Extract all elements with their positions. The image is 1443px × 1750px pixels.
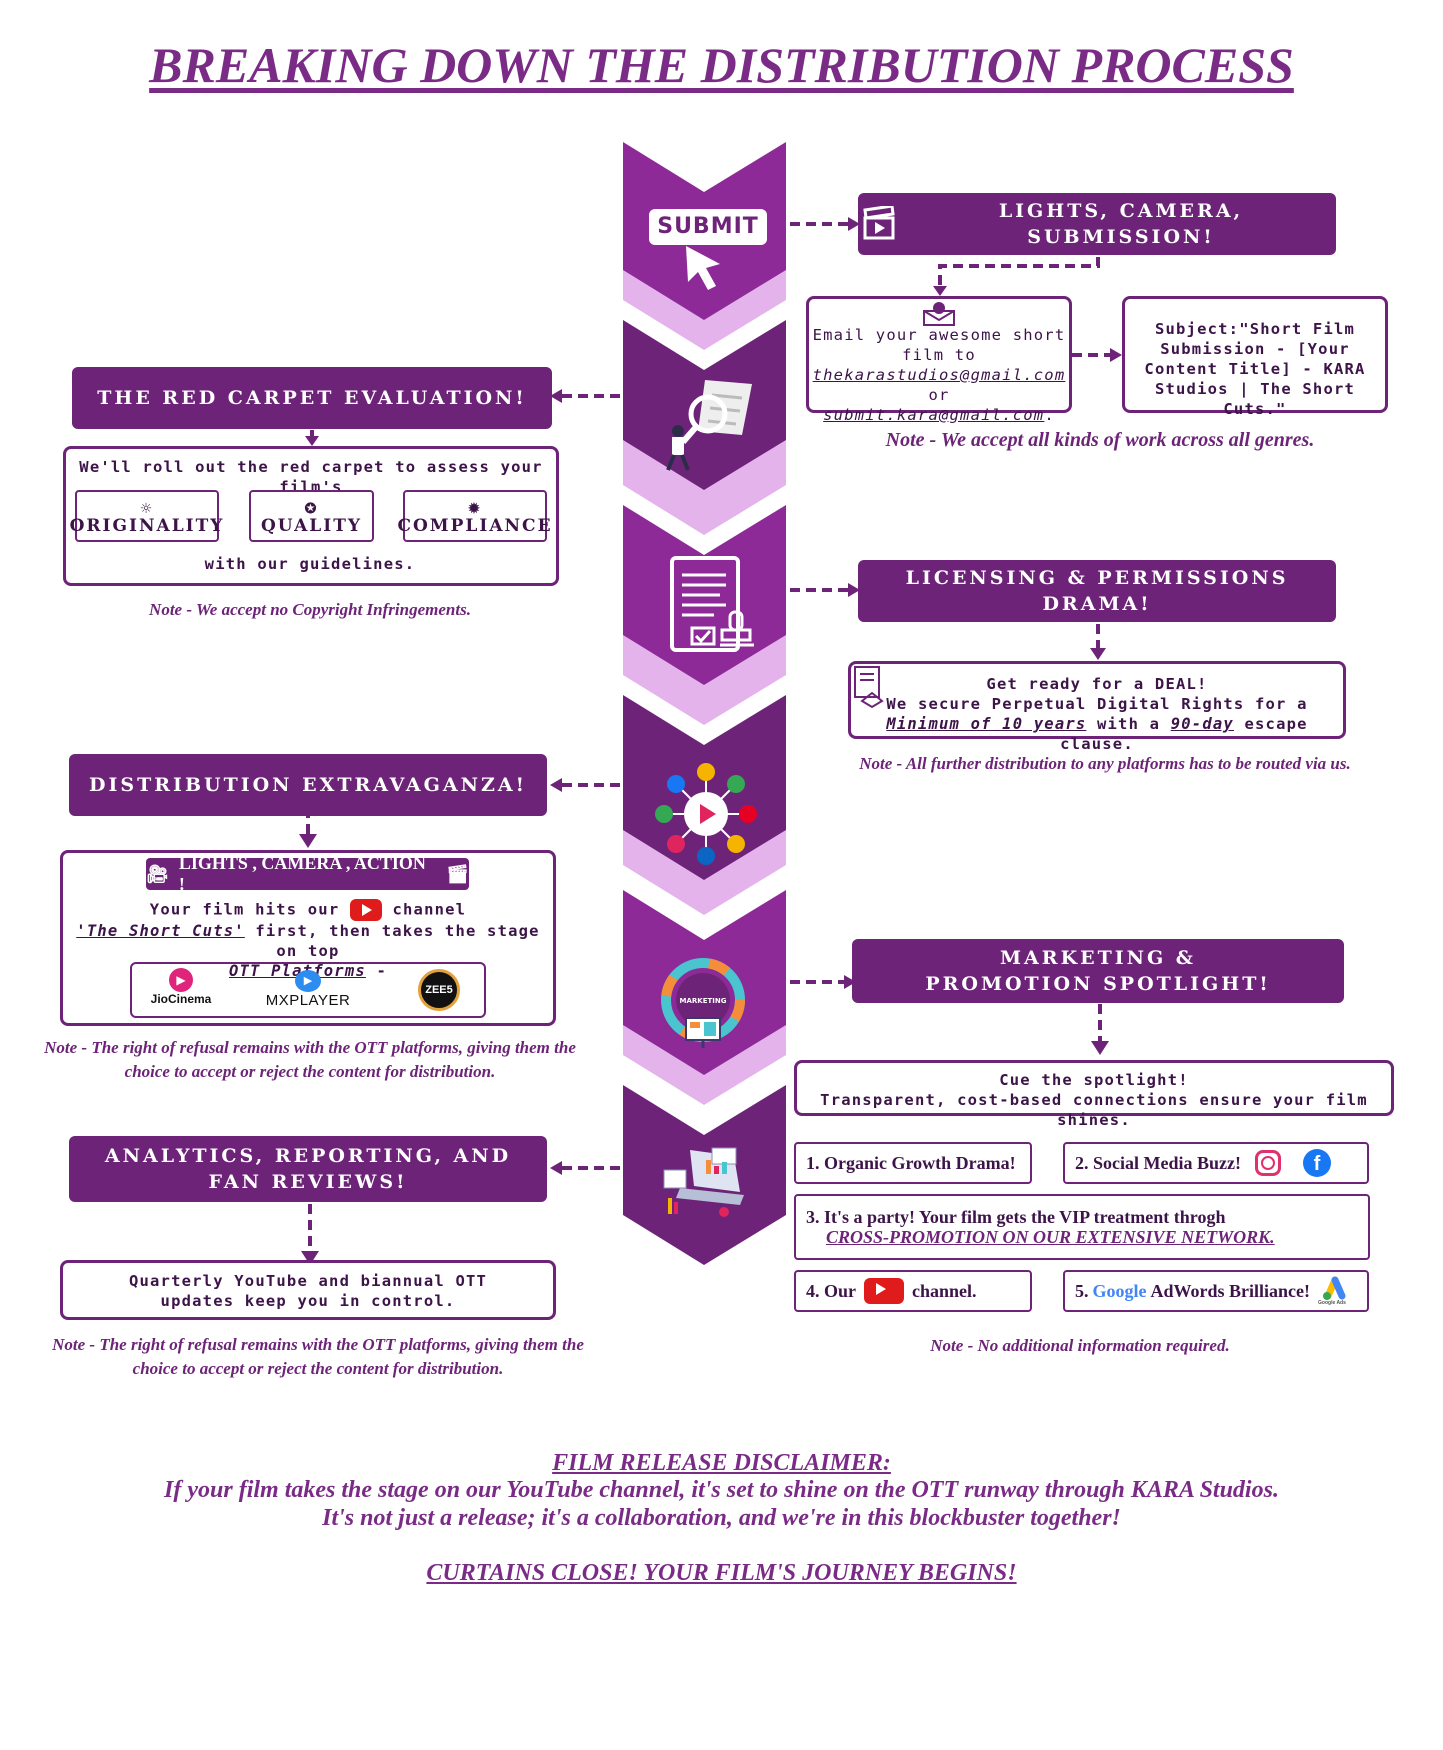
social-hub-icon <box>655 763 757 865</box>
disclaimer-line2: It's not just a release; it's a collabor… <box>322 1505 1121 1531</box>
email-or: or <box>928 386 950 404</box>
licensing-escape: escape clause. <box>1060 715 1308 753</box>
document-icon <box>670 556 754 652</box>
channel-name: 'The Short Cuts' <box>76 922 245 940</box>
spotlight-line1: Cue the spotlight! <box>999 1071 1189 1089</box>
clapperboard-icon <box>863 206 895 240</box>
subject-text: Subject:"Short Film Submission - [Your C… <box>1144 320 1366 418</box>
cursor-icon <box>686 246 720 290</box>
analytics-line: Quarterly YouTube and biannual OTT updat… <box>128 1272 488 1310</box>
step3-header: LICENSING & PERMISSIONS DRAMA! <box>858 560 1336 622</box>
spotlight-box: Cue the spotlight! Transparent, cost-bas… <box>794 1060 1394 1129</box>
youtube-icon <box>349 899 382 921</box>
promo-adwords: 5. Google AdWords Brilliance! Google Ads <box>1063 1270 1369 1312</box>
distribution-dash: - <box>376 962 387 980</box>
step5-header: MARKETING & PROMOTION SPOTLIGHT! <box>852 939 1344 1003</box>
promo-youtube: 4. Our channel. <box>794 1270 1032 1312</box>
step6-header: ANALYTICS, REPORTING, AND FAN REVIEWS! <box>69 1136 547 1202</box>
marketing-icon-label: MARKETING <box>680 997 727 1005</box>
distribution-channel: channel <box>392 900 467 919</box>
step4-note: Note - The right of refusal remains with… <box>44 1038 576 1081</box>
jiocinema-logo: ▶ JioCinema <box>146 968 216 1006</box>
criterion-compliance: ✹ COMPLIANCE <box>397 490 551 542</box>
ott-platforms-label: OTT Platforms <box>228 962 366 980</box>
analytics-box: Quarterly YouTube and biannual OTT updat… <box>60 1260 556 1320</box>
licensing-days: 90-day <box>1170 715 1234 733</box>
camera-icon: 🎥︎ <box>146 863 169 884</box>
platforms-box: ▶ JioCinema ▶ MXPLAYER ZEE5 <box>130 962 486 1018</box>
criterion-originality: ☼ ORIGINALITY <box>70 490 222 542</box>
email-link-2[interactable]: submit.kara@gmail.com <box>823 406 1045 424</box>
evaluation-icon <box>666 380 752 471</box>
youtube-icon <box>864 1278 905 1304</box>
zee5-logo: ZEE5 <box>418 969 460 1011</box>
closing-line: CURTAINS CLOSE! YOUR FILM'S JOURNEY BEGI… <box>426 1560 1017 1586</box>
gear-icon: ✹ <box>468 501 482 517</box>
step2-header: THE RED CARPET EVALUATION! <box>72 367 552 429</box>
licensing-line2: We secure Perpetual Digital Rights for a <box>886 695 1308 713</box>
handshake-contract-icon <box>854 666 884 709</box>
clapperboard-icon: 🎬︎ <box>446 863 469 884</box>
step1-note: Note - We accept all kinds of work acros… <box>885 429 1315 451</box>
licensing-box: Get ready for a DEAL! We secure Perpetua… <box>848 661 1346 753</box>
distribution-first: first, then takes the stage on top <box>255 922 540 960</box>
check-badge-icon: ✪ <box>304 501 319 517</box>
action-badge: 🎥︎ LIGHTS , CAMERA , ACTION ! 🎬︎ <box>146 853 469 894</box>
page-title: BREAKING DOWN THE DISTRIBUTION PROCESS <box>149 37 1294 93</box>
disclaimer-heading: FILM RELEASE DISCLAIMER: <box>552 1450 891 1476</box>
analytics-icon <box>663 1147 744 1217</box>
disclaimer-line1: If your film takes the stage on our YouT… <box>164 1477 1279 1503</box>
step2-note: Note - We accept no Copyright Infringeme… <box>149 600 471 619</box>
step5-note: Note - No additional information require… <box>930 1336 1230 1355</box>
step1-header: LIGHTS, CAMERA, SUBMISSION! <box>858 193 1336 255</box>
email-link-1[interactable]: thekarastudios@gmail.com <box>812 366 1066 384</box>
step4-header: DISTRIBUTION EXTRAVAGANZA! <box>69 754 547 816</box>
step3-note: Note - All further distribution to any p… <box>859 754 1351 773</box>
distribution-hits: Your film hits our <box>149 900 340 919</box>
mxplayer-logo: ▶ MXPLAYER <box>258 970 358 1009</box>
submit-badge: SUBMIT <box>649 209 767 245</box>
evaluation-box: We'll roll out the red carpet to assess … <box>63 446 559 586</box>
subject-box: Subject:"Short Film Submission - [Your C… <box>1122 296 1388 418</box>
google-ads-icon: Google Ads <box>1318 1274 1350 1308</box>
spotlight-line2: Transparent, cost-based connections ensu… <box>820 1091 1368 1129</box>
licensing-line1: Get ready for a DEAL! <box>986 675 1208 693</box>
licensing-minimum: Minimum of 10 years <box>886 715 1087 733</box>
criterion-quality: ✪ QUALITY <box>249 490 374 542</box>
instagram-icon <box>1254 1150 1281 1176</box>
facebook-icon: f <box>1302 1149 1331 1177</box>
step6-note: Note - The right of refusal remains with… <box>52 1335 584 1378</box>
licensing-with: with a <box>1096 715 1161 733</box>
promo-cross: 3. It's a party! Your film gets the VIP … <box>794 1194 1370 1260</box>
evaluation-outro: with our guidelines. <box>150 554 470 578</box>
lightbulb-icon: ☼ <box>139 501 155 517</box>
email-intro: Email your awesome short film to <box>812 326 1066 364</box>
marketing-icon: MARKETING <box>661 958 745 1048</box>
promo-social: 2. Social Media Buzz! f <box>1063 1142 1369 1184</box>
promo-organic: 1. Organic Growth Drama! <box>794 1142 1032 1184</box>
email-box: Email your awesome short film to thekara… <box>806 296 1072 424</box>
email-icon <box>923 302 955 326</box>
